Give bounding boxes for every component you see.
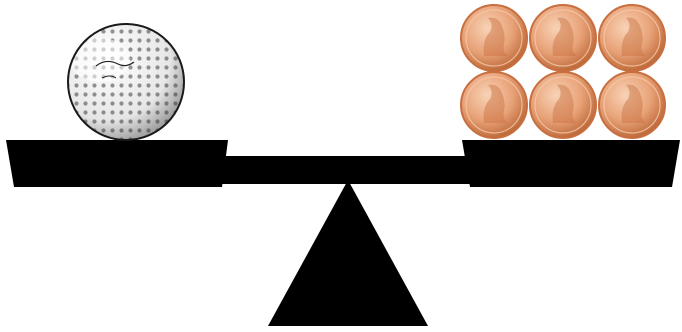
right-pan	[462, 140, 680, 187]
penny-coin-icon	[461, 5, 527, 71]
penny-coin-icon	[461, 72, 527, 138]
balance-beam	[218, 156, 470, 184]
golf-ball-icon	[60, 20, 200, 150]
penny-coin-icon	[599, 72, 665, 138]
fulcrum-icon	[268, 180, 428, 326]
penny-coin-icon	[599, 5, 665, 71]
coin-stack	[461, 5, 665, 138]
penny-coin-icon	[530, 72, 596, 138]
penny-coin-icon	[530, 5, 596, 71]
left-pan	[6, 140, 228, 187]
